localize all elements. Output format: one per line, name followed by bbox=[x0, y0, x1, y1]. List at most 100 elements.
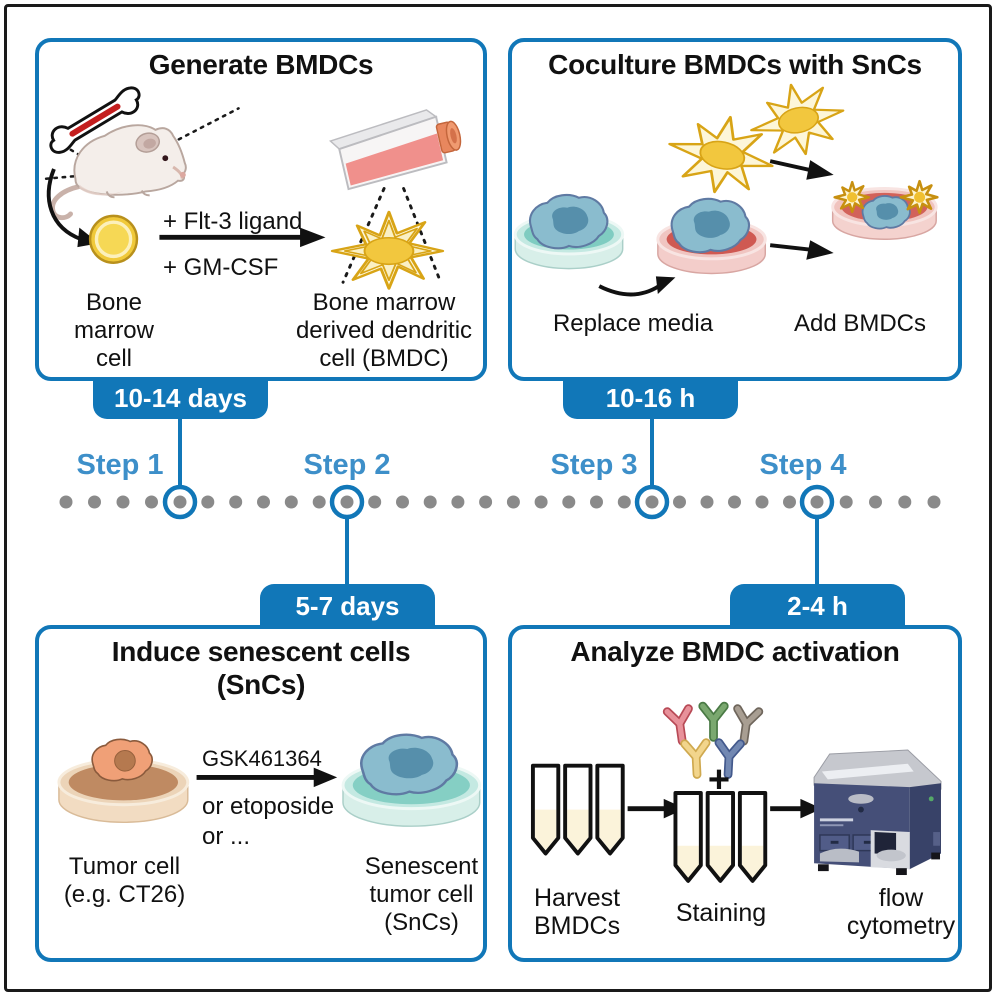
timeline-dot bbox=[506, 495, 520, 509]
timeline-dot bbox=[116, 495, 130, 509]
flask-media bbox=[345, 133, 444, 186]
timeline-dot bbox=[423, 495, 437, 509]
arrow-add-bmdcs-bottom bbox=[769, 240, 834, 260]
panel-induce-sncs: Induce senescent cells (SnCs) bbox=[35, 625, 487, 962]
timeline-node-dot bbox=[173, 495, 187, 509]
step-2-label: Step 2 bbox=[303, 449, 391, 481]
timeline-dot bbox=[927, 495, 941, 509]
panel-generate-title: Generate BMDCs bbox=[148, 49, 374, 80]
arrow-add-bmdcs-top bbox=[769, 159, 834, 180]
timeline-dot bbox=[562, 495, 576, 509]
bone-marrow-stripe bbox=[69, 103, 121, 137]
senescent-cell-icon bbox=[360, 733, 459, 796]
bmdc-cell-icon bbox=[750, 83, 845, 156]
flask-cap bbox=[435, 120, 462, 154]
mouse-feet bbox=[105, 190, 150, 199]
sample-tube bbox=[563, 763, 593, 856]
bone-icon bbox=[49, 86, 141, 154]
tumor-cell-icon bbox=[91, 738, 153, 782]
connector-step3 bbox=[650, 417, 654, 489]
tumor-cell-nucleus bbox=[114, 750, 136, 772]
tumor-cell-label: Tumor cell (e.g. CT26) bbox=[63, 853, 186, 908]
timeline-dot bbox=[145, 495, 158, 509]
timeline-dot bbox=[700, 495, 714, 509]
antibody-yellow-icon bbox=[680, 738, 711, 779]
timeline-dot bbox=[284, 495, 298, 509]
timeline-dot bbox=[88, 495, 101, 509]
timeline-dot bbox=[257, 495, 270, 509]
timeline-dot bbox=[368, 495, 382, 509]
antibody-green-icon bbox=[698, 701, 729, 742]
badge-step1-duration: 10-14 days bbox=[93, 377, 268, 419]
arrow-replace-media bbox=[598, 276, 676, 297]
senescent-cell-icon bbox=[670, 197, 751, 254]
panel-coculture: Coculture BMDCs with SnCs bbox=[508, 38, 962, 381]
senescent-cell-label: Senescent tumor cell (SnCs) bbox=[364, 853, 479, 936]
factor-flt3-label: + Flt-3 ligand bbox=[163, 208, 303, 235]
timeline-dot bbox=[201, 495, 215, 509]
generate-illustration bbox=[44, 86, 462, 290]
badge-step4-duration: 2-4 h bbox=[730, 584, 905, 629]
drug-gsk-label: GSK461364 bbox=[202, 746, 322, 771]
antibody-gray-icon bbox=[733, 704, 764, 746]
timeline-node-dot bbox=[810, 495, 824, 509]
sample-tube bbox=[705, 791, 735, 883]
panel-generate-bmdcs: Generate BMDCs bbox=[35, 38, 487, 381]
tumor-petri-dish bbox=[57, 758, 190, 824]
mouse-illustration bbox=[50, 124, 187, 221]
step-4-label: Step 4 bbox=[759, 449, 847, 481]
sample-tube bbox=[673, 791, 703, 883]
mouse-nose bbox=[179, 171, 186, 178]
mouse-tail bbox=[50, 184, 82, 221]
connector-step1 bbox=[178, 417, 182, 489]
connector-step4 bbox=[815, 515, 819, 586]
flask-zoom-dotted-lines bbox=[341, 187, 443, 284]
flow-cytometer-illustration bbox=[813, 749, 942, 876]
panel-coculture-title: Coculture BMDCs with SnCs bbox=[548, 49, 922, 80]
harvest-tubes bbox=[530, 763, 625, 856]
small-bmdc-icon bbox=[833, 180, 871, 214]
drug-etoposide-label: or etoposide bbox=[202, 793, 335, 820]
bone-marrow-cell-icon bbox=[88, 214, 139, 264]
timeline-dot bbox=[451, 495, 465, 509]
mouse-muzzle bbox=[172, 165, 184, 180]
sample-tube bbox=[595, 763, 625, 856]
timeline-dot bbox=[534, 495, 548, 509]
timeline-dot bbox=[229, 495, 243, 509]
induce-illustration bbox=[57, 733, 482, 827]
add-bmdcs-label: Add BMDCs bbox=[793, 310, 927, 337]
flask-icon bbox=[328, 109, 462, 191]
figure-border bbox=[4, 4, 992, 992]
coculture-illustration bbox=[513, 83, 939, 297]
timeline-dot bbox=[617, 495, 631, 509]
antibody-red-icon bbox=[662, 704, 693, 746]
timeline-dot bbox=[479, 495, 493, 509]
instrument-label-text bbox=[819, 818, 854, 822]
bmdc-label: Bone marrow derived dendritic cell (BMDC… bbox=[295, 289, 473, 372]
drug-other-label: or ... bbox=[202, 823, 251, 850]
mouse-eye bbox=[162, 155, 169, 162]
sample-tube bbox=[530, 763, 561, 856]
arrow-differentiation bbox=[159, 227, 326, 248]
timeline-dot bbox=[59, 495, 73, 509]
panel-induce-title: Induce senescent cells (SnCs) bbox=[111, 636, 411, 700]
bone-marrow-cell-label: Bone marrow cell bbox=[73, 289, 154, 372]
timeline-dot bbox=[869, 495, 882, 509]
staining-label: Staining bbox=[675, 899, 767, 927]
antibody-icons bbox=[662, 701, 764, 779]
timeline-node-dot bbox=[340, 495, 354, 509]
timeline-node-dot bbox=[645, 495, 659, 509]
mouse-body bbox=[73, 124, 187, 196]
panel-analyze-activation: Analyze BMDC activation bbox=[508, 625, 962, 962]
badge-step2-duration: 5-7 days bbox=[260, 584, 435, 629]
analyze-illustration bbox=[530, 701, 942, 883]
senescent-cell-icon bbox=[529, 193, 609, 250]
antibody-blue-icon bbox=[714, 738, 745, 779]
factor-gmcsf-label: + GM-CSF bbox=[163, 254, 279, 281]
timeline-dot bbox=[898, 495, 912, 509]
staining-tubes bbox=[673, 791, 768, 883]
bmdc-cell-icon bbox=[668, 115, 774, 194]
step-3-label: Step 3 bbox=[550, 449, 638, 481]
timeline-dot bbox=[590, 495, 603, 509]
